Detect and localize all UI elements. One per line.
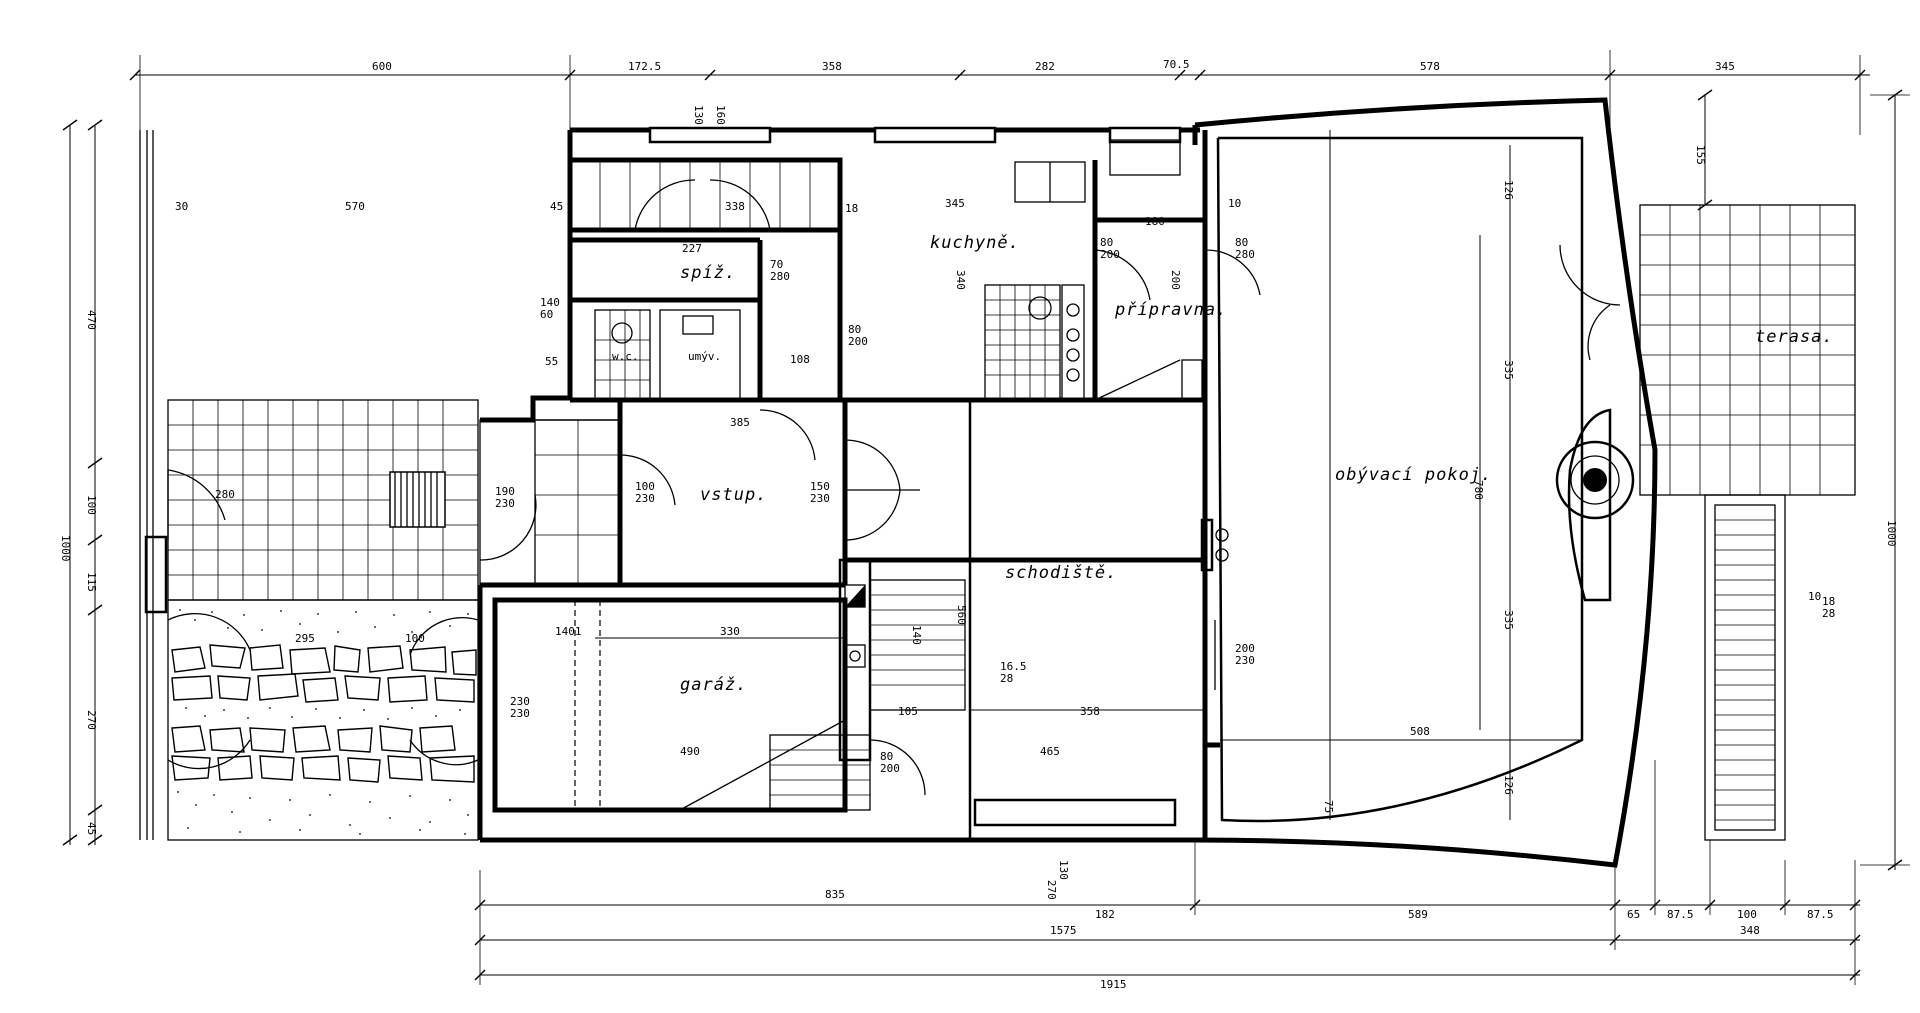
dim-left-470: 470 — [85, 310, 98, 330]
dim-200: 200 — [1169, 270, 1182, 290]
left-dimension-chain: 470 100 115 270 45 1000 — [59, 119, 103, 846]
dim-left-115: 115 — [85, 572, 98, 592]
room-label-pripravna: přípravna. — [1114, 300, 1227, 320]
dim-55: 55 — [545, 355, 558, 368]
right-dimension-chain: 1000 155 — [1694, 89, 1910, 871]
dim-330: 330 — [720, 625, 740, 638]
room-label-wc: w.c. — [612, 350, 639, 363]
dim-right-1000: 1000 — [1885, 520, 1898, 547]
dim-right-155: 155 — [1694, 145, 1707, 165]
dim-335a: 335 — [1502, 360, 1515, 380]
bottom-dimension-chains: 835 182 589 65 87.5 100 87.5 1575 348 19… — [474, 760, 1861, 991]
dim-left-270: 270 — [85, 710, 98, 730]
dim-490: 490 — [680, 745, 700, 758]
room-label-spiz: spíž. — [680, 263, 736, 283]
dim-335b: 335 — [1502, 610, 1515, 630]
dim-left-45: 45 — [85, 822, 98, 835]
dim-top-282: 282 — [1035, 60, 1055, 73]
dim-18: 18 — [845, 202, 858, 215]
dim-bottom-87-b: 87.5 — [1807, 908, 1834, 921]
room-label-umyv: umýv. — [688, 350, 721, 363]
dim-top-172: 172.5 — [628, 60, 661, 73]
dim-100: 100 — [405, 632, 425, 645]
dim-1401: 1401 — [555, 625, 582, 638]
dim-126a: 126 — [1502, 180, 1515, 200]
stone-paving — [167, 599, 479, 841]
dim-bottom-182: 182 — [1095, 908, 1115, 921]
dim-bottom-100: 100 — [1737, 908, 1757, 921]
dim-465: 465 — [1040, 745, 1060, 758]
dim-top-358: 358 — [822, 60, 842, 73]
room-label-schodiste: schodiště. — [1005, 563, 1117, 583]
dim-top-600: 600 — [372, 60, 392, 73]
dim-130-270: 130270 — [1045, 860, 1070, 900]
dim-top-578: 578 — [1420, 60, 1440, 73]
dim-bottom-589: 589 — [1408, 908, 1428, 921]
dim-295: 295 — [295, 632, 315, 645]
dim-345: 345 — [945, 197, 965, 210]
dim-340: 340 — [954, 270, 967, 290]
room-label-kuchyne: kuchyně. — [930, 233, 1020, 253]
dim-top-345: 345 — [1715, 60, 1735, 73]
top-dimension-chain: 600 172.5 358 282 70.5 578 345 — [129, 50, 1870, 140]
courtyard-tiles — [167, 399, 479, 601]
dim-bottom-1575: 1575 — [1050, 924, 1077, 937]
dim-358: 358 — [1080, 705, 1100, 718]
dim-140: 140 — [910, 625, 923, 645]
room-label-terasa: terasa. — [1755, 327, 1834, 347]
dim-570: 570 — [345, 200, 365, 213]
dim-780: 780 — [1472, 480, 1485, 500]
dim-bottom-65: 65 — [1627, 908, 1640, 921]
interior-walls — [479, 130, 1580, 840]
dim-108: 108 — [790, 353, 810, 366]
exterior-fence — [139, 130, 168, 840]
dim-338: 338 — [725, 200, 745, 213]
dim-bottom-87-a: 87.5 — [1667, 908, 1694, 921]
dim-left-100: 100 — [85, 495, 98, 515]
dim-75: 75 — [1322, 800, 1335, 813]
dim-45: 45 — [550, 200, 563, 213]
dim-385: 385 — [730, 416, 750, 429]
dim-10: 10 — [1228, 197, 1241, 210]
room-labels: kuchyně. spíž. přípravna. terasa. obývac… — [612, 233, 1834, 695]
dim-227: 227 — [682, 242, 702, 255]
dim-105: 105 — [898, 705, 918, 718]
room-label-obyvaci-pokoj: obývací pokoj. — [1335, 465, 1492, 485]
dim-left-1000: 1000 — [59, 535, 72, 562]
dim-top-70: 70.5 — [1163, 58, 1190, 71]
room-label-vstup: vstup. — [700, 485, 767, 505]
dim-560: 560 — [955, 605, 968, 625]
building-walls — [477, 97, 1856, 868]
dim-180: 180 — [1145, 215, 1165, 228]
dim-bottom-348: 348 — [1740, 924, 1760, 937]
dim-10b: 10 — [1808, 590, 1821, 603]
dim-30: 30 — [175, 200, 188, 213]
ground-speckle — [177, 609, 469, 835]
dim-bottom-1915: 1915 — [1100, 978, 1127, 991]
dim-bottom-835: 835 — [825, 888, 845, 901]
room-label-garaz: garáž. — [680, 675, 747, 695]
dim-280: 280 — [215, 488, 235, 501]
dim-508: 508 — [1410, 725, 1430, 738]
dim-160a: 160 — [714, 105, 727, 125]
dim-130a: 130 — [692, 105, 705, 125]
dim-126b: 126 — [1502, 775, 1515, 795]
